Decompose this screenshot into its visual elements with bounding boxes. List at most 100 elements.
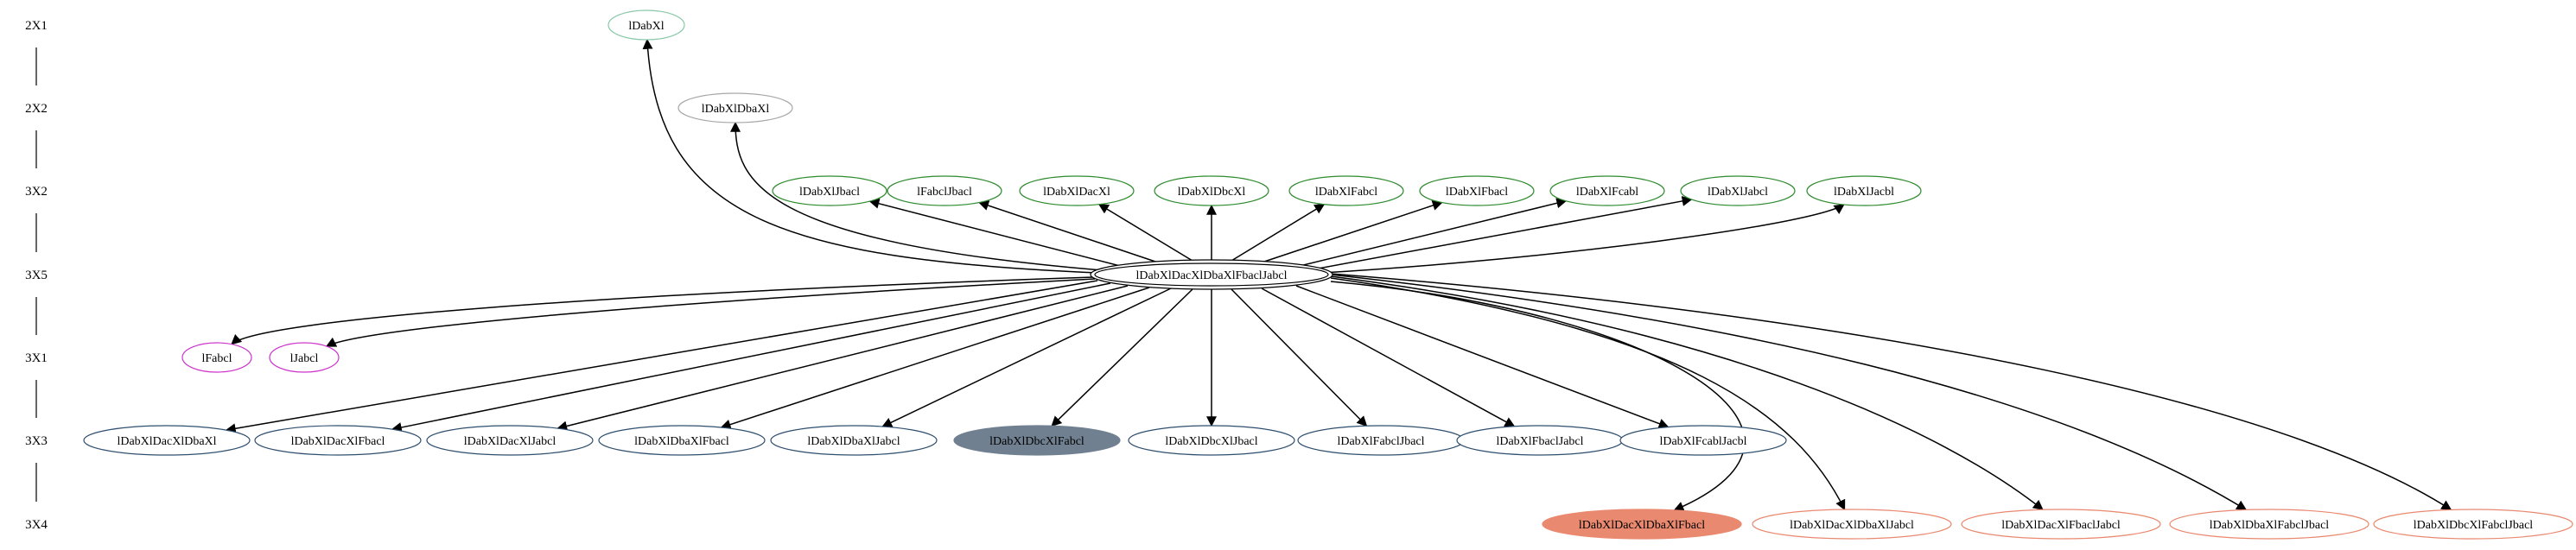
node-label: lDabXlFbaclJabcl xyxy=(1496,435,1583,448)
diagram-node[interactable]: lDabXlDbaXlFabclJbacl xyxy=(2169,509,2369,540)
node-ellipse xyxy=(1419,175,1535,206)
node-ellipse xyxy=(426,425,594,456)
diagram-node[interactable]: lJabcl xyxy=(269,342,340,373)
node-ellipse xyxy=(1288,175,1404,206)
edge-arrow xyxy=(1261,200,1443,263)
edge-arrow xyxy=(642,38,1098,274)
node-label: lDabXlFbacl xyxy=(1446,186,1508,199)
node-ellipse xyxy=(1806,175,1922,206)
node-label: lDabXlDacXlDbaXlFbacl xyxy=(1579,519,1705,532)
node-ellipse xyxy=(1019,175,1135,206)
diagram-node[interactable]: lDabXlDbcXlFabcl xyxy=(953,425,1121,456)
diagram-node[interactable]: lDabXlDacXlDbaXlFbacl xyxy=(1542,509,1742,540)
diagram-node[interactable]: lDabXlDbaXlJabcl xyxy=(770,425,938,456)
diagram-node[interactable]: lDabXlDacXlFbaclJabcl xyxy=(1961,509,2161,540)
edge-arrow xyxy=(231,276,1094,345)
diagram-node[interactable]: lDabXlDacXlDbaXlJabcl xyxy=(1752,509,1952,540)
diagram-node[interactable]: lDabXlDacXlJabcl xyxy=(426,425,594,456)
center-node[interactable]: lDabXlDacXlDbaXlFbaclJabcl xyxy=(1090,259,1333,290)
node-ellipse xyxy=(83,425,251,456)
node-label: lDabXlFcablJacbl xyxy=(1659,435,1746,448)
edge-arrow xyxy=(225,280,1098,434)
node-label: lDabXlDbcXlFabcl xyxy=(989,435,1084,448)
diagram-node[interactable]: lDabXlDacXl xyxy=(1019,175,1135,206)
diagram-node[interactable]: lDabXlDacXlDbaXl xyxy=(83,425,251,456)
node-label: lDabXl xyxy=(628,20,664,33)
diagram-node[interactable]: lDabXlFabclJbacl xyxy=(1297,425,1465,456)
node-ellipse xyxy=(677,92,793,123)
diagram-node[interactable]: lDabXlJabcl xyxy=(1680,175,1796,206)
node-ellipse xyxy=(770,425,938,456)
node-label: lDabXlDbaXl xyxy=(702,103,770,116)
diagram-node[interactable]: lDabXlDacXlFbacl xyxy=(254,425,422,456)
node-label: lDabXlFabclJbacl xyxy=(1337,435,1424,448)
node-ellipse xyxy=(1128,425,1295,456)
diagram-node[interactable]: lDabXlDbcXlFabclJbacl xyxy=(2373,509,2573,540)
node-label: lDabXlJbacl xyxy=(799,186,860,199)
rank-label: 3X1 xyxy=(25,351,48,365)
node-label: lDabXlDbcXlFabclJbacl xyxy=(2414,519,2534,532)
edge-arrow xyxy=(1097,203,1193,262)
edge-arrow xyxy=(1231,204,1326,262)
diagram-node[interactable]: lDabXlJbacl xyxy=(772,175,887,206)
rank-label: 3X4 xyxy=(25,518,48,532)
edge-arrow xyxy=(1330,275,2044,511)
diagram-node[interactable]: lDabXlDbcXlJbacl xyxy=(1128,425,1295,456)
edge-arrow xyxy=(868,198,1124,268)
diagram-node[interactable]: lDabXlJacbl xyxy=(1806,175,1922,206)
diagram-node[interactable]: lDabXlDbcXl xyxy=(1154,175,1269,206)
diagram-node[interactable]: lDabXlFbaclJabcl xyxy=(1456,425,1624,456)
node-label: lDabXlDacXlJabcl xyxy=(464,435,557,448)
node-ellipse xyxy=(1542,509,1742,540)
node-ellipse xyxy=(1752,509,1952,540)
nodes: lDabXl lDabXlDbaXl lDabXlJbacl lFabclJbacl l… xyxy=(83,9,2573,540)
diagram-node[interactable]: lDabXlDbaXlFbacl xyxy=(598,425,766,456)
edge-arrow xyxy=(1261,288,1516,427)
node-ellipse xyxy=(772,175,887,206)
diagram-node[interactable]: lDabXlFcablJacbl xyxy=(1619,425,1787,456)
node-ellipse xyxy=(607,9,685,41)
node-ellipse xyxy=(953,425,1121,456)
center-node-inner-ellipse xyxy=(1094,262,1329,287)
diagram-node[interactable]: lDabXlDbaXl xyxy=(677,92,793,123)
rank-label: 2X1 xyxy=(25,19,48,33)
node-label: lDabXlDbaXlJabcl xyxy=(807,435,900,448)
edge-arrow xyxy=(1231,288,1368,427)
rank-label: 3X5 xyxy=(25,269,48,282)
node-label: lFabcl xyxy=(202,352,232,365)
edge-arrow xyxy=(391,282,1111,433)
rank-label: 2X2 xyxy=(25,102,48,116)
edge-arrow xyxy=(1295,285,1670,429)
node-ellipse xyxy=(1549,175,1665,206)
edge-arrow xyxy=(1313,195,1693,270)
node-label: lDabXlFcabl xyxy=(1576,186,1638,199)
node-ellipse xyxy=(887,175,1002,206)
node-ellipse xyxy=(1680,175,1796,206)
edge-arrow xyxy=(557,285,1129,432)
diagram-node[interactable]: lDabXlFabcl xyxy=(1288,175,1404,206)
node-label: lDabXlDbcXlJbacl xyxy=(1165,435,1257,448)
edge-arrow xyxy=(1330,281,1746,512)
node-ellipse xyxy=(1619,425,1787,456)
node-label: lDabXlDacXlDbaXl xyxy=(117,435,216,448)
edge-arrow xyxy=(1330,274,2248,511)
node-label: lDabXlFabcl xyxy=(1315,186,1377,199)
node-label: lDabXlJacbl xyxy=(1834,186,1894,199)
node-label: lJabcl xyxy=(290,352,319,365)
diagram-node[interactable]: lFabcl xyxy=(181,342,252,373)
edge-arrow xyxy=(1330,277,1846,511)
diagram-node[interactable]: lDabXlFcabl xyxy=(1549,175,1665,206)
diagram-node[interactable]: lDabXlFbacl xyxy=(1419,175,1535,206)
diagram-node[interactable]: lFabclJbacl xyxy=(887,175,1002,206)
edge-arrow xyxy=(325,278,1096,347)
diagram-node[interactable]: lDabXl xyxy=(607,9,685,41)
node-ellipse xyxy=(269,342,340,373)
edge-arrow xyxy=(730,121,1103,271)
node-label: lDabXlJabcl xyxy=(1708,186,1768,199)
node-label: lFabclJbacl xyxy=(917,186,972,199)
center-node-outer-ellipse xyxy=(1090,259,1333,290)
node-ellipse xyxy=(598,425,766,456)
node-ellipse xyxy=(1961,509,2161,540)
